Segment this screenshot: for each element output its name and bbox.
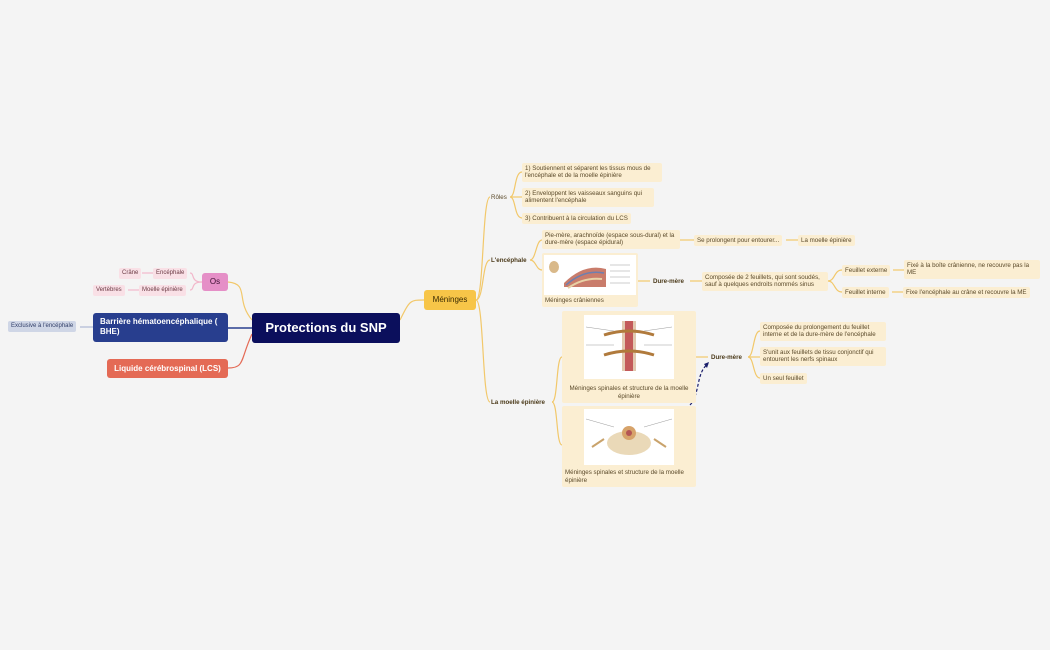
bhe-note-topic[interactable]: Exclusive à l'encéphale [8, 321, 77, 333]
moelle-dure-item-2[interactable]: S'unit aux feuillets de tissu conjonctif… [760, 347, 886, 366]
cranial-meninges-image [544, 255, 636, 295]
bhe-topic[interactable]: Barrière hématoencéphalique ( BHE) [93, 313, 228, 342]
spinal-meninges-image-2 [584, 409, 674, 465]
moelle-dure-mere-topic[interactable]: Dure-mère [711, 354, 742, 361]
encephale-bone-topic[interactable]: Encéphale [153, 268, 188, 280]
cranial-image-caption: Méninges crâniennes [545, 296, 604, 304]
spinal-meninges-card-1[interactable]: Méninges spinales et structure de la moe… [562, 311, 696, 403]
meninges-topic[interactable]: Méninges [424, 290, 476, 310]
encephale-topic[interactable]: L'encéphale [491, 257, 527, 264]
os-topic[interactable]: Os [202, 273, 228, 291]
moelle-bone-topic[interactable]: Moelle épinière [139, 285, 186, 297]
role-item-3[interactable]: 3) Contribuent à la circulation du LCS [522, 213, 631, 225]
lcs-topic[interactable]: Liquide cérébrospinal (LCS) [107, 359, 228, 378]
spinal-meninges-card-2[interactable]: Méninges spinales et structure de la moe… [562, 406, 696, 487]
role-item-2[interactable]: 2) Enveloppent les vaisseaux sanguins qu… [522, 188, 654, 207]
role-item-1[interactable]: 1) Soutiennent et séparent les tissus mo… [522, 163, 662, 182]
encephale-layers-topic[interactable]: Pie-mère, arachnoïde (espace sous-dural)… [542, 230, 680, 249]
spinal-meninges-image-1 [584, 315, 674, 379]
spinal-image-2-caption: Méninges spinales et structure de la moe… [565, 469, 685, 484]
spinal-image-1-caption: Méninges spinales et structure de la moe… [569, 385, 689, 400]
root-topic[interactable]: Protections du SNP [252, 313, 400, 343]
roles-topic[interactable]: Rôles [491, 194, 507, 201]
feuillet-interne-desc[interactable]: Fixe l'encéphale au crâne et recouvre la… [903, 287, 1030, 299]
prolong-topic[interactable]: Se prolongent pour entourer... [694, 235, 783, 247]
moelle-dure-item-3[interactable]: Un seul feuillet [760, 373, 807, 385]
feuillet-externe-desc[interactable]: Fixé à la boîte crânienne, ne recouvre p… [904, 260, 1040, 279]
moelle-dure-item-1[interactable]: Composée du prolongement du feuillet int… [760, 322, 886, 341]
dure-mere-desc-topic[interactable]: Composée de 2 feuillets, qui sont soudés… [702, 272, 828, 291]
moelle-topic[interactable]: La moelle épinière [491, 399, 545, 406]
feuillet-interne-topic[interactable]: Feuillet interne [842, 287, 889, 299]
encephale-dure-mere-topic[interactable]: Dure-mère [653, 278, 684, 285]
vertebres-topic[interactable]: Vertèbres [93, 285, 125, 297]
cranial-meninges-card[interactable]: Méninges crâniennes [542, 253, 638, 307]
prolong-target-topic[interactable]: La moelle épinière [798, 235, 855, 247]
crane-topic[interactable]: Crâne [119, 268, 142, 280]
feuillet-externe-topic[interactable]: Feuillet externe [842, 265, 891, 277]
